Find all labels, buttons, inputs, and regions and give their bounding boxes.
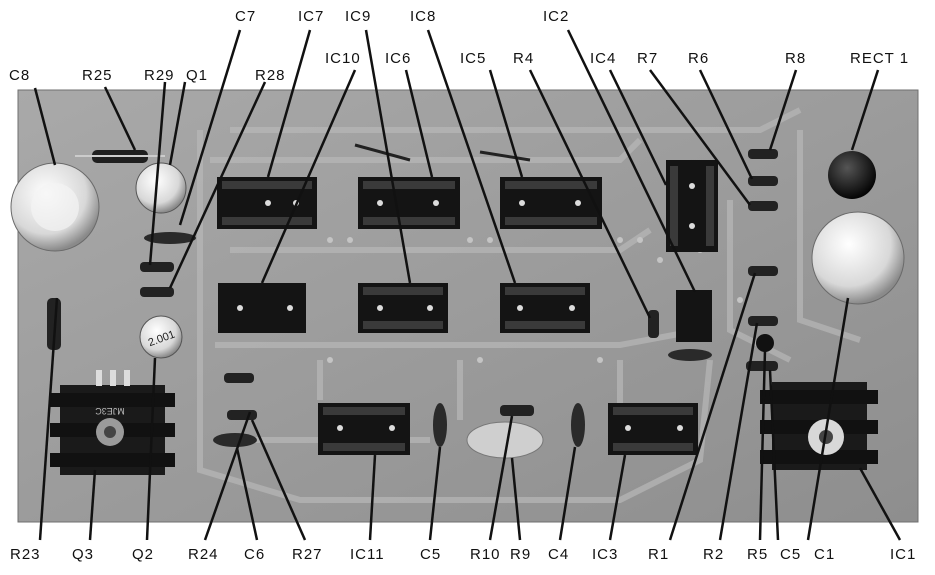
resistors: [47, 143, 778, 459]
label-r24: R24: [188, 546, 219, 563]
label-c7: C7: [235, 8, 257, 25]
label-r25: R25: [82, 67, 113, 84]
r27-resistor: [227, 410, 257, 420]
label-c8: C8: [9, 67, 31, 84]
small-cap-ic2: [668, 349, 712, 361]
q1-transistor: [135, 162, 187, 214]
label-r5: R5: [747, 546, 769, 563]
ic1-heatsink: [760, 382, 878, 470]
c1-capacitor: [811, 211, 905, 305]
heatsink-marking: MJE3C: [95, 406, 125, 416]
label-r7: R7: [637, 50, 659, 67]
r10-resistor: [500, 405, 534, 416]
label-c4: C4: [548, 546, 570, 563]
label-r28: R28: [255, 67, 286, 84]
label-ic3: IC3: [592, 546, 619, 563]
label-ic5: IC5: [460, 50, 487, 67]
label-r9: R9: [510, 546, 532, 563]
ic2-chip: [676, 290, 712, 342]
label-c6: C6: [244, 546, 266, 563]
pcb-pads: [327, 237, 743, 363]
r4-resistor: [648, 310, 659, 338]
small-capacitor: [139, 315, 183, 359]
label-ic8: IC8: [410, 8, 437, 25]
r24-resistor: [224, 373, 254, 383]
label-rect1: RECT 1: [850, 50, 910, 67]
label-r8: R8: [785, 50, 807, 67]
rect1-rectifier: [828, 151, 876, 199]
label-ic6: IC6: [385, 50, 412, 67]
q3-heatsink: [50, 370, 175, 475]
c7-capacitor: [144, 232, 196, 244]
c4-capacitor: [571, 403, 585, 447]
label-c5-right: C5: [780, 546, 802, 563]
label-r29: R29: [144, 67, 175, 84]
r7-resistor: [748, 201, 778, 211]
c5-capacitor-right: [746, 361, 778, 371]
label-ic4: IC4: [590, 50, 617, 67]
label-r6: R6: [688, 50, 710, 67]
label-ic9: IC9: [345, 8, 372, 25]
label-ic1: IC1: [890, 546, 917, 563]
r8-resistor: [748, 149, 778, 159]
r6-resistor: [748, 176, 778, 186]
label-ic11: IC11: [350, 546, 385, 563]
label-ic7: IC7: [298, 8, 325, 25]
label-q3: Q3: [72, 546, 95, 563]
label-q2: Q2: [132, 546, 155, 563]
r5-component: [756, 334, 774, 352]
label-r2: R2: [703, 546, 725, 563]
r29-resistor: [140, 262, 174, 272]
label-r4: R4: [513, 50, 535, 67]
label-r27: R27: [292, 546, 323, 563]
label-ic10: IC10: [325, 50, 361, 67]
label-c5-left: C5: [420, 546, 442, 563]
label-q1: Q1: [186, 67, 209, 84]
leader-lines: [33, 29, 902, 541]
c6-capacitor: [213, 433, 257, 447]
label-r1: R1: [648, 546, 670, 563]
r1-resistor: [748, 266, 778, 276]
socket-pin-rows: [222, 166, 714, 451]
c5-capacitor-left: [433, 403, 447, 447]
r2-resistor: [748, 316, 778, 326]
label-c1: C1: [814, 546, 836, 563]
r28-resistor: [140, 287, 174, 297]
label-r10: R10: [470, 546, 501, 563]
socket-pin-holes: [237, 183, 695, 431]
label-ic2: IC2: [543, 8, 570, 25]
label-r23: R23: [10, 546, 41, 563]
